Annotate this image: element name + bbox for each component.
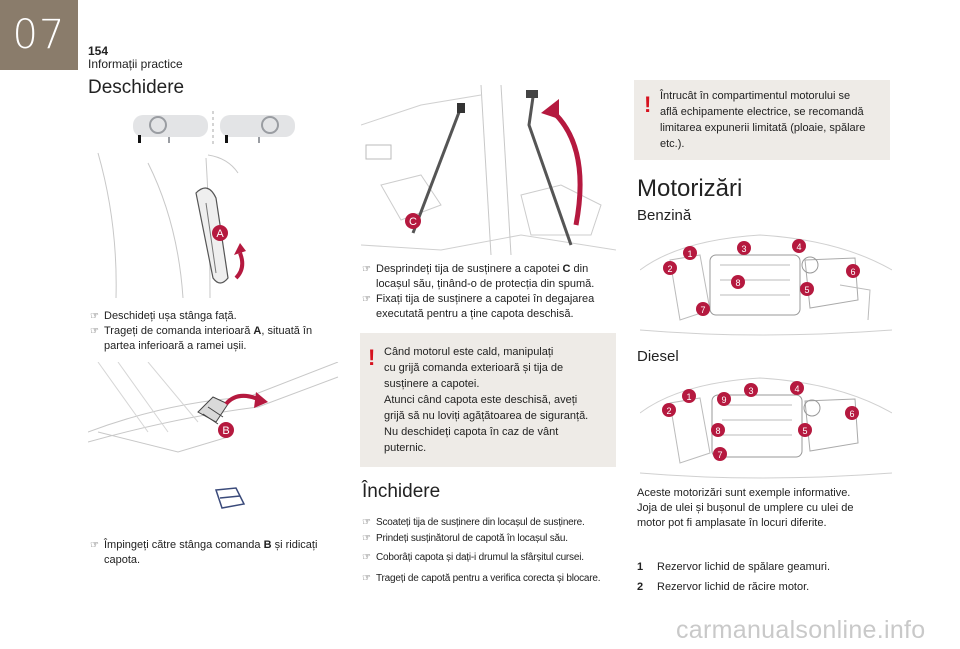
svg-text:1: 1 [687, 249, 692, 259]
marker-5: 5 [800, 282, 814, 296]
hand-pointer-icon: ☞ [90, 311, 99, 322]
marker-4: 4 [792, 239, 806, 253]
bullet-item: ☞ Coborâți capota și dați-i drumul la sf… [362, 552, 584, 563]
svg-text:1: 1 [686, 392, 691, 402]
engine-markers: 1 2 3 4 5 6 7 8 [663, 239, 860, 316]
marker-6: 6 [845, 406, 859, 420]
warning-box-electrical: ! Întrucât în compartimentul motorului s… [634, 80, 890, 160]
warning-text: Când motorul este cald, manipulați cu gr… [384, 346, 589, 454]
svg-text:5: 5 [804, 285, 809, 295]
figure-interior-release: A [88, 103, 348, 298]
bullet-item: ☞ Trageți de comanda interioară A, situa… [90, 325, 313, 352]
svg-text:7: 7 [700, 305, 705, 315]
marker-b-label: B [222, 425, 229, 437]
warning-icon: ! [644, 92, 652, 117]
hand-pointer-icon: ☞ [362, 264, 371, 275]
marker-8: 8 [711, 423, 725, 437]
svg-text:3: 3 [748, 386, 753, 396]
svg-text:8: 8 [715, 426, 720, 436]
engine-note: Aceste motorizări sunt exemple informati… [637, 487, 854, 529]
marker-1: 1 [683, 246, 697, 260]
title-motorizari: Motorizări [637, 175, 743, 202]
marker-3: 3 [744, 383, 758, 397]
bullet-item: ☞ Desprindeți tija de susținere a capote… [362, 263, 595, 290]
figure-petrol-engine: 1 2 3 4 5 6 7 8 [640, 230, 892, 336]
marker-1: 1 [682, 389, 696, 403]
bullet-item: ☞ Fixați tija de susținere a capotei în … [362, 293, 595, 320]
svg-text:4: 4 [794, 384, 799, 394]
hand-pointer-icon: ☞ [90, 326, 99, 337]
marker-7: 7 [713, 447, 727, 461]
marker-9: 9 [717, 392, 731, 406]
title-inchidere: Închidere [362, 481, 441, 502]
hand-pointer-icon: ☞ [362, 294, 371, 305]
marker-2: 2 [662, 403, 676, 417]
marker-6: 6 [846, 264, 860, 278]
lift-arrow-icon [549, 108, 583, 226]
pull-arrow-icon [234, 252, 245, 280]
marker-3: 3 [737, 241, 751, 255]
bullet-item: ☞ Prindeți susținătorul de capotă în loc… [362, 533, 568, 544]
marker-7: 7 [696, 302, 710, 316]
svg-text:2: 2 [667, 264, 672, 274]
hand-pointer-icon: ☞ [90, 540, 99, 551]
bullets-open-1: ☞ Deschideți ușa stânga față. ☞ Trageți … [90, 309, 345, 354]
figure-exterior-lever: B [88, 362, 348, 527]
svg-text:8: 8 [735, 278, 740, 288]
svg-text:7: 7 [717, 450, 722, 460]
marker-a [212, 225, 228, 241]
marker-a-label: A [216, 228, 224, 240]
svg-text:3: 3 [741, 244, 746, 254]
warning-text: Întrucât în compartimentul motorului se … [660, 90, 866, 150]
subtitle-diesel: Diesel [637, 348, 679, 365]
marker-4: 4 [790, 381, 804, 395]
bullet-item: ☞ Trageți de capotă pentru a verifica co… [362, 570, 620, 588]
bullets-open-2: ☞ Împingeți către stânga comanda B și ri… [90, 538, 345, 568]
svg-text:5: 5 [802, 426, 807, 436]
marker-8: 8 [731, 275, 745, 289]
hand-pointer-icon: ☞ [362, 533, 371, 544]
warning-box-hot-engine: ! Când motorul este cald, manipulați cu … [360, 333, 616, 467]
bullets-stay: ☞ Desprindeți tija de susținere a capote… [362, 262, 617, 322]
marker-b [218, 422, 234, 438]
hand-pointer-icon: ☞ [362, 552, 371, 563]
brand-logo-icon [214, 487, 246, 509]
svg-text:4: 4 [796, 242, 801, 252]
dashboard-lhd-icon [133, 115, 208, 143]
figure-diesel-engine: 1 2 3 4 5 6 7 8 9 [640, 373, 892, 479]
svg-text:2: 2 [666, 406, 671, 416]
hand-pointer-icon: ☞ [362, 573, 371, 584]
marker-c [405, 213, 421, 229]
marker-5: 5 [798, 423, 812, 437]
watermark: carmanualsonline.info [676, 616, 926, 644]
engine-markers: 1 2 3 4 5 6 7 8 9 [662, 381, 859, 461]
svg-text:6: 6 [849, 409, 854, 419]
svg-text:6: 6 [850, 267, 855, 277]
section-name: Informații practice [88, 57, 183, 71]
bullet-item: ☞ Deschideți ușa stânga față. [90, 310, 237, 322]
subtitle-benzina: Benzină [637, 207, 692, 224]
title-deschidere: Deschidere [88, 77, 185, 98]
marker-c-label: C [409, 216, 417, 228]
warning-icon: ! [368, 345, 376, 370]
chapter-tab: 07 [0, 0, 78, 70]
bullet-item: ☞ Împingeți către stânga comanda B și ri… [90, 539, 318, 566]
svg-text:9: 9 [721, 395, 726, 405]
marker-2: 2 [663, 261, 677, 275]
bullet-item: ☞ Scoateți tija de susținere din locașul… [362, 517, 585, 528]
figure-bonnet-stay: C [361, 85, 616, 255]
bullets-close: ☞ Scoateți tija de susținere din locașul… [362, 516, 620, 588]
dashboard-rhd-icon [220, 115, 295, 143]
page-number: 154 [88, 44, 109, 58]
hand-pointer-icon: ☞ [362, 517, 371, 528]
